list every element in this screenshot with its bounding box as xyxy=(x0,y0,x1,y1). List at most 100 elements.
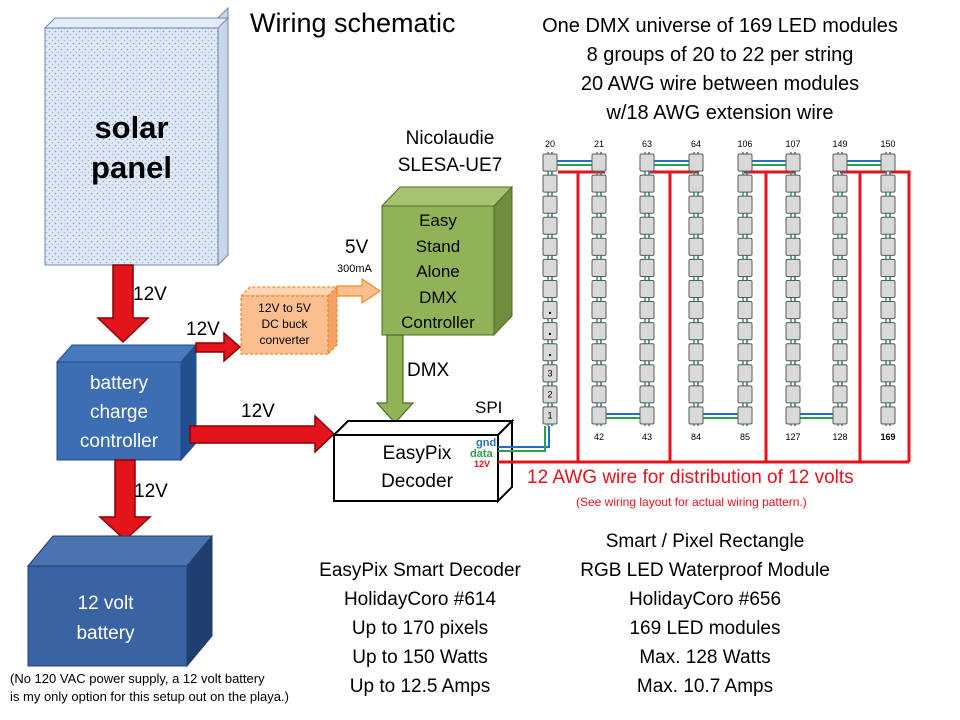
led-module xyxy=(785,258,801,277)
module-spec-line: Max. 10.7 Amps xyxy=(636,676,774,697)
voltage-label-5v: 5V xyxy=(345,237,369,258)
led-module xyxy=(542,279,558,299)
buck-converter-label-line: converter xyxy=(259,333,310,347)
led-module xyxy=(832,237,848,256)
module-bottom-label: 169 xyxy=(880,432,895,442)
led-module xyxy=(591,174,607,193)
buck-converter-label: 12V to 5V DC buck converter xyxy=(241,300,328,348)
led-module xyxy=(832,195,848,214)
solar-panel-label: solar panel xyxy=(45,108,218,188)
module-top-label: 150 xyxy=(880,139,895,149)
controller-model-line: Nicolaudie xyxy=(405,128,495,149)
arrow-controller-to-battery xyxy=(98,459,152,542)
decoder-label-line: Decoder xyxy=(381,471,453,492)
voltage-label-buck: 12V xyxy=(186,319,220,340)
led-module xyxy=(880,343,896,362)
led-module xyxy=(639,237,655,256)
module-ellipsis: . xyxy=(548,322,552,338)
decoder-label: EasyPix Decoder xyxy=(344,440,490,496)
led-module xyxy=(785,322,801,341)
module-bottom-label: 42 xyxy=(594,432,604,442)
current-label-300ma: 300mA xyxy=(337,263,372,275)
dmx-controller-box xyxy=(380,185,514,337)
arrow-controller-to-buck xyxy=(195,331,242,363)
dmx-info-line: One DMX universe of 169 LED modules xyxy=(542,15,898,37)
led-module xyxy=(880,195,896,214)
dmx-controller-label-line: Controller xyxy=(401,313,475,332)
module-spec-line: Max. 128 Watts xyxy=(639,647,771,668)
led-module xyxy=(737,237,753,256)
led-module xyxy=(785,279,801,299)
led-module xyxy=(591,301,607,320)
battery-label-line: 12 volt xyxy=(77,593,134,614)
led-module xyxy=(832,279,848,299)
led-module xyxy=(591,279,607,299)
dmx-controller-label-line: DMX xyxy=(419,287,457,307)
module-bottom-label: 43 xyxy=(642,432,652,442)
charge-controller-label: battery charge controller xyxy=(57,369,181,456)
module-bottom-label: 84 xyxy=(691,432,701,442)
led-module xyxy=(832,406,848,425)
led-module xyxy=(639,153,655,172)
led-module xyxy=(591,364,607,383)
arrow-panel-to-controller xyxy=(96,264,150,344)
led-module xyxy=(639,258,655,277)
led-module xyxy=(737,343,753,362)
led-module xyxy=(832,258,848,277)
led-module xyxy=(688,385,704,404)
solar-panel-label-line: solar xyxy=(94,110,169,145)
dmx-info: One DMX universe of 169 LED modules 8 gr… xyxy=(520,12,920,128)
module-top-label: 63 xyxy=(642,139,652,149)
dmx-label: DMX xyxy=(407,360,450,381)
led-module xyxy=(880,322,896,341)
led-module xyxy=(591,195,607,214)
led-module xyxy=(591,153,607,172)
led-module xyxy=(639,385,655,404)
led-module xyxy=(785,406,801,425)
led-module xyxy=(880,216,896,235)
led-module xyxy=(880,385,896,404)
module-top-label: 149 xyxy=(832,139,847,149)
decoder-box xyxy=(331,418,515,504)
led-module xyxy=(591,385,607,404)
decoder-spec-line: EasyPix Smart Decoder xyxy=(319,560,521,581)
led-module xyxy=(542,258,558,277)
led-module xyxy=(880,237,896,256)
led-module xyxy=(542,216,558,235)
voltage-label-battery: 12V xyxy=(134,481,168,502)
led-module xyxy=(785,364,801,383)
led-module xyxy=(737,153,753,172)
led-module xyxy=(832,153,848,172)
led-module xyxy=(832,364,848,383)
module-top-label: 106 xyxy=(737,139,752,149)
led-module xyxy=(639,279,655,299)
battery-label-line: battery xyxy=(76,623,135,644)
led-module xyxy=(880,279,896,299)
data-label: data xyxy=(470,448,493,460)
decoder-spec-line: Up to 150 Watts xyxy=(352,647,488,668)
led-module xyxy=(542,153,558,172)
led-module xyxy=(688,301,704,320)
led-module xyxy=(880,364,896,383)
decoder-spec-line: HolidayCoro #614 xyxy=(343,589,497,610)
module-spec-line: RGB LED Waterproof Module xyxy=(580,560,830,581)
led-module xyxy=(542,343,558,362)
module-top-label: 20 xyxy=(545,139,555,149)
arrow-controller-to-decoder xyxy=(189,414,336,454)
led-module xyxy=(688,406,704,425)
led-module xyxy=(737,364,753,383)
module-ellipsis: . xyxy=(548,301,552,317)
module-bottom-label: 85 xyxy=(740,432,750,442)
module-top-label: 64 xyxy=(691,139,701,149)
controller-model-line: SLESA-UE7 xyxy=(397,155,503,176)
module-number-label: 2 xyxy=(547,389,552,399)
led-module xyxy=(688,153,704,172)
led-module xyxy=(737,279,753,299)
dmx-controller-label-line: Easy xyxy=(419,211,457,230)
module-number-label: 1 xyxy=(547,410,552,420)
led-module xyxy=(737,385,753,404)
led-module xyxy=(591,406,607,425)
led-module xyxy=(785,301,801,320)
led-module xyxy=(832,343,848,362)
led-module xyxy=(639,195,655,214)
